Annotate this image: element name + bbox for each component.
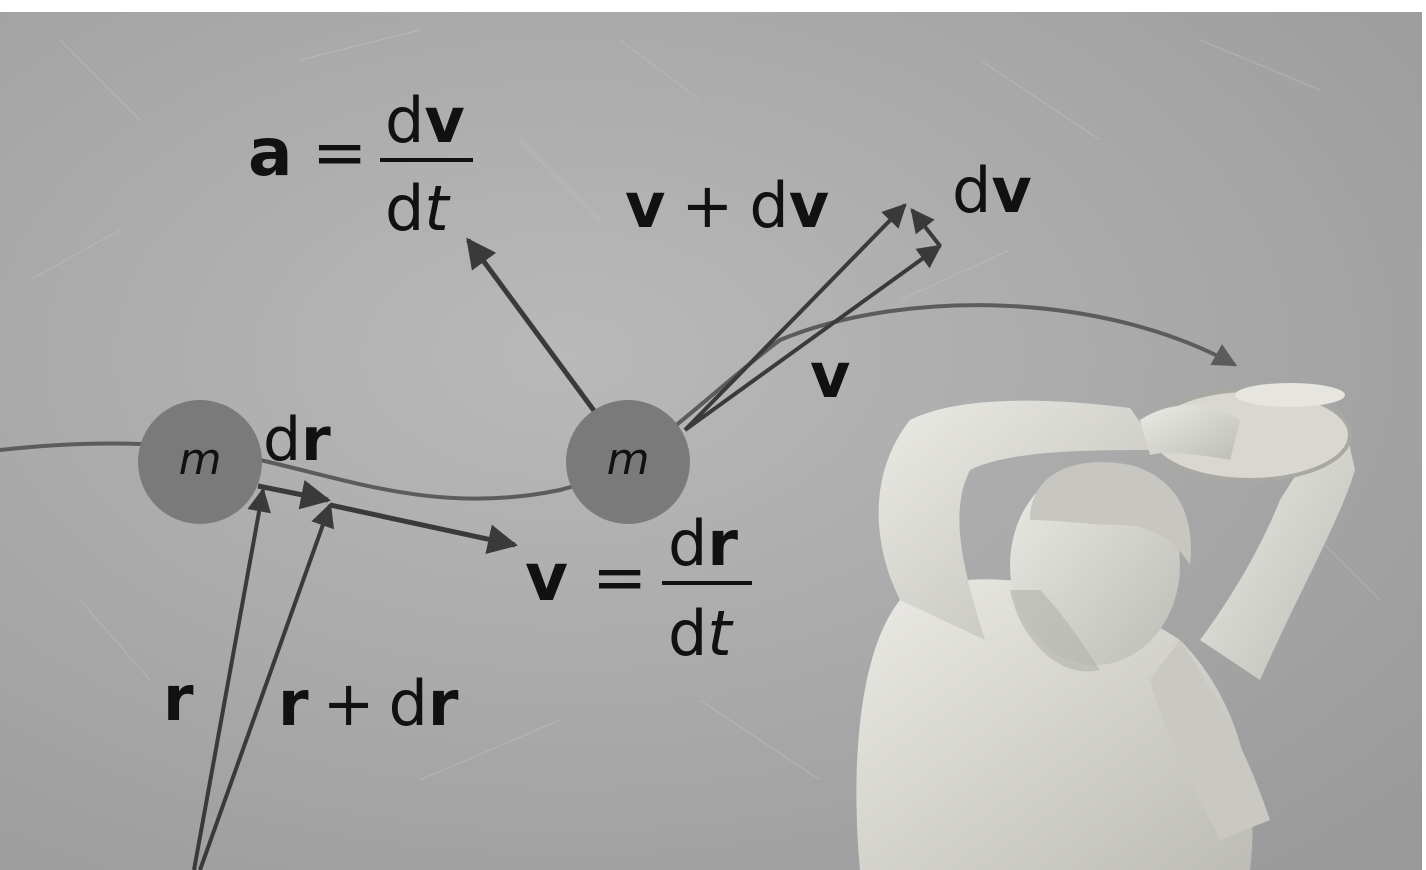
position-vector-r xyxy=(192,487,271,870)
delta-velocity-vector-dv xyxy=(910,208,942,248)
discus-thrower-statue xyxy=(856,383,1355,870)
vel-equals: = xyxy=(592,539,647,616)
velocity-vector-v-at-m2 xyxy=(683,244,942,432)
accel-equals: = xyxy=(312,114,367,191)
label-r-plus-dr: r+dr xyxy=(278,667,459,740)
vel-denominator: dt xyxy=(668,597,734,670)
velocity-equation: v = dr dt xyxy=(525,507,752,670)
acceleration-vector xyxy=(465,237,598,414)
accel-lhs: a xyxy=(248,114,293,191)
mass-body-2: m xyxy=(566,400,690,524)
acceleration-equation: a = dv dt xyxy=(248,84,473,245)
label-r: r xyxy=(163,662,194,735)
mass-body-1: m xyxy=(138,400,262,524)
velocity-vector xyxy=(329,502,518,554)
label-v: v xyxy=(810,339,850,412)
vel-numerator: dr xyxy=(668,507,738,580)
accel-numerator: dv xyxy=(385,84,465,157)
velocity-vector-v-plus-dv xyxy=(683,203,907,432)
vel-lhs: v xyxy=(525,539,568,616)
label-dv: dv xyxy=(952,154,1032,227)
mass-2-label: m xyxy=(607,434,650,485)
label-dr: dr xyxy=(263,405,331,475)
accel-denominator: dt xyxy=(385,172,451,245)
displacement-vector-dr xyxy=(257,479,331,510)
label-v-plus-dv: v+dv xyxy=(625,169,829,242)
mass-1-label: m xyxy=(179,434,222,485)
position-vector-r-plus-dr xyxy=(198,502,335,870)
